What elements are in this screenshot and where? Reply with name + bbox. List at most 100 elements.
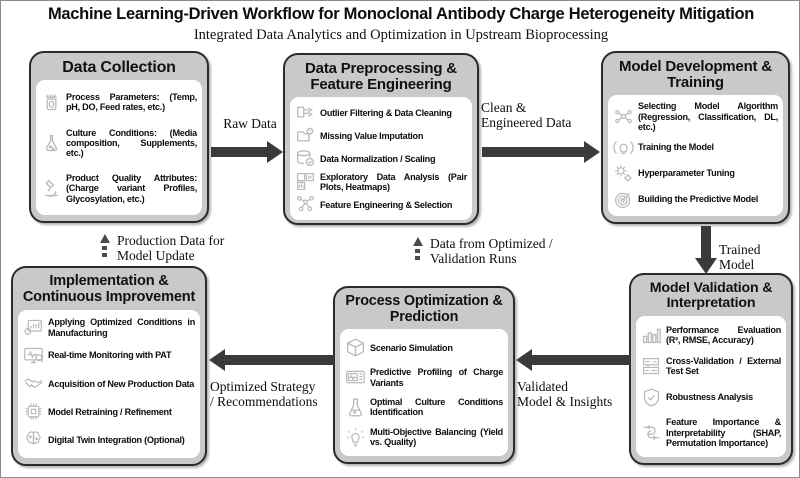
list-item-label: Real-time Monitoring with PAT	[48, 350, 172, 361]
list-item[interactable]: Process Parameters: (Temp, pH, DO, Feed …	[39, 91, 198, 114]
stage-process-optimization[interactable]: Process Optimization & Prediction Scenar…	[333, 286, 515, 464]
list-item[interactable]: Acquisition of New Production Data	[21, 372, 196, 395]
stage-model-development[interactable]: Model Development & Training Selecting M…	[601, 51, 790, 224]
list-item-label: Robustness Analysis	[666, 392, 753, 403]
arrow-label-raw-data: Raw Data	[223, 116, 277, 131]
bioreactor-icon	[40, 91, 62, 113]
list-item[interactable]: Multi-Objective Balancing (Yield vs. Qua…	[343, 426, 504, 449]
feature-importance-icon	[640, 422, 662, 444]
list-item[interactable]: Applying Optimized Conditions in Manufac…	[21, 316, 196, 339]
stage-implementation[interactable]: Implementation & Continuous Improvement …	[11, 266, 207, 466]
arrow-production-feedback	[100, 234, 110, 257]
stage-title: Data Collection	[62, 59, 176, 76]
list-item[interactable]: Cross-Validation / External Test Set	[639, 355, 782, 378]
arrow-shaft	[211, 147, 267, 157]
list-item[interactable]: Selecting Model Algorithm (Regression, C…	[611, 101, 779, 133]
list-item[interactable]: Robustness Analysis	[639, 386, 782, 409]
list-item-label: Feature Importance & Interpretability (S…	[666, 417, 781, 449]
stage-title: Process Optimization & Prediction	[345, 293, 503, 325]
list-item[interactable]: Missing Value Imputation	[293, 124, 468, 147]
list-item-label: Outlier Filtering & Data Cleaning	[320, 107, 452, 118]
arrow-head-down-icon	[695, 258, 717, 274]
arrow-optimized-strategy	[209, 349, 335, 371]
arrow-head-up-icon	[413, 237, 423, 246]
arrow-validation-feedback	[413, 237, 423, 260]
list-item-label: Predictive Profiling of Charge Variants	[370, 367, 503, 388]
list-item-label: Exploratory Data Analysis (Pair Plots, H…	[320, 171, 467, 192]
list-item[interactable]: Performance Evaluation (R², RMSE, Accura…	[639, 324, 782, 347]
list-item-label: Applying Optimized Conditions in Manufac…	[48, 317, 195, 338]
shield-check-icon	[640, 386, 662, 408]
list-item-label: Acquisition of New Production Data	[48, 378, 195, 389]
list-item[interactable]: Culture Conditions: (Media composition, …	[39, 127, 198, 159]
list-item[interactable]: Training the Model	[611, 136, 779, 159]
handshake-data-icon	[22, 373, 44, 395]
stage-title: Model Validation & Interpretation	[649, 280, 773, 312]
list-item-label: Scenario Simulation	[370, 342, 453, 353]
arrow-dash	[415, 256, 420, 260]
arrow-head-left-icon	[209, 349, 225, 371]
chart-grid-icon	[294, 171, 316, 193]
list-item[interactable]: Model Retraining / Refinement	[21, 400, 196, 423]
list-item[interactable]: Feature Importance & Interpretability (S…	[639, 417, 782, 449]
arrow-shaft	[532, 355, 631, 365]
list-item-label: Building the Predictive Model	[638, 193, 759, 204]
target-icon	[612, 188, 634, 210]
missing-data-icon	[294, 125, 316, 147]
list-item[interactable]: Predictive Profiling of Charge Variants	[343, 366, 504, 389]
list-item[interactable]: Hyperparameter Tuning	[611, 162, 779, 185]
list-item-label: Model Retraining / Refinement	[48, 406, 172, 417]
arrow-raw-data	[211, 141, 283, 163]
arrow-shaft	[482, 147, 584, 157]
list-item-label: Digital Twin Integration (Optional)	[48, 434, 185, 445]
list-item[interactable]: Feature Engineering & Selection	[293, 193, 468, 216]
stage-title: Implementation & Continuous Improvement	[22, 273, 196, 305]
arrow-label-validated-model: Validated Model & Insights	[517, 379, 613, 410]
stage-model-validation[interactable]: Model Validation & Interpretation Perfor…	[629, 273, 793, 465]
list-item-label: Data Normalization / Scaling	[320, 153, 436, 164]
list-item-label: Feature Engineering & Selection	[320, 199, 453, 210]
stage-title: Data Preprocessing & Feature Engineering	[305, 60, 457, 94]
stage-items: Scenario Simulation Predictive Profiling…	[340, 329, 508, 456]
database-check-icon	[294, 148, 316, 170]
arrow-dash	[102, 246, 107, 250]
monitor-waveform-icon	[344, 367, 366, 389]
list-item-label: Training the Model	[638, 142, 714, 153]
list-item-label: Missing Value Imputation	[320, 130, 424, 141]
stage-items: Selecting Model Algorithm (Regression, C…	[608, 95, 783, 216]
arrow-dash	[415, 249, 420, 253]
stage-data-collection[interactable]: Data Collection Process Parameters: (Tem…	[29, 51, 209, 223]
list-item[interactable]: Data Normalization / Scaling	[293, 147, 468, 170]
arrow-head-right-icon	[584, 141, 600, 163]
conical-flask-icon	[344, 396, 366, 418]
stage-title: Model Development & Training	[619, 58, 772, 92]
microscope-icon	[40, 177, 62, 199]
list-item-label: Process Parameters: (Temp, pH, DO, Feed …	[66, 92, 197, 113]
list-item[interactable]: Optimal Culture Conditions Identificatio…	[343, 396, 504, 419]
arrow-dash	[102, 253, 107, 257]
list-item[interactable]: Product Quality Attributes: (Charge vari…	[39, 172, 198, 204]
stage-data-preprocessing[interactable]: Data Preprocessing & Feature Engineering…	[283, 53, 479, 225]
arrow-shaft	[225, 355, 335, 365]
list-item[interactable]: Building the Predictive Model	[611, 188, 779, 211]
list-item-label: Optimal Culture Conditions Identificatio…	[370, 397, 503, 418]
cube-icon	[344, 337, 366, 359]
arrow-head-left-icon	[516, 349, 532, 371]
monitor-pulse-icon	[22, 345, 44, 367]
list-item[interactable]: Outlier Filtering & Data Cleaning	[293, 101, 468, 124]
list-item[interactable]: Digital Twin Integration (Optional)	[21, 428, 196, 451]
lightbulb-training-icon	[612, 136, 634, 158]
list-item-label: Performance Evaluation (R², RMSE, Accura…	[666, 324, 781, 346]
bar-chart-icon	[640, 324, 662, 346]
digital-brain-icon	[22, 429, 44, 451]
list-item[interactable]: Scenario Simulation	[343, 336, 504, 359]
list-item[interactable]: Exploratory Data Analysis (Pair Plots, H…	[293, 170, 468, 193]
list-item[interactable]: Real-time Monitoring with PAT	[21, 344, 196, 367]
arrow-validated-model	[516, 349, 631, 371]
lightbulb-balance-icon	[344, 426, 366, 448]
page-subtitle: Integrated Data Analytics and Optimizati…	[193, 27, 609, 43]
list-item-label: Culture Conditions: (Media composition, …	[66, 127, 197, 159]
arrow-head-up-icon	[100, 234, 110, 243]
feature-network-icon	[294, 194, 316, 216]
